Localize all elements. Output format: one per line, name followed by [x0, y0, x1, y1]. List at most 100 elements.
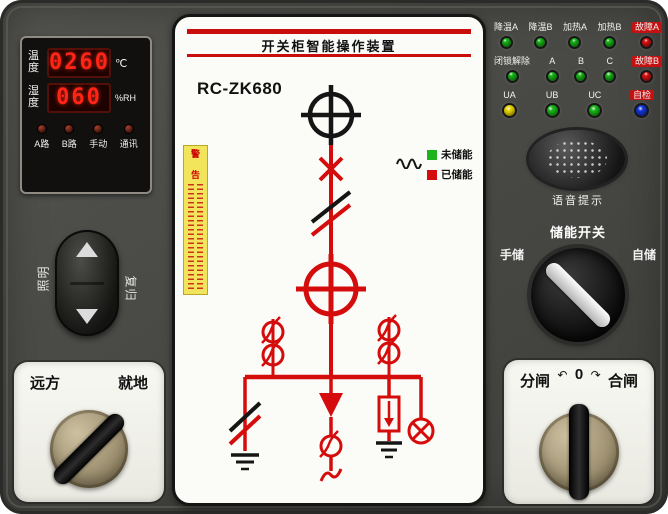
charge-status-legend: 未储能 已储能 [427, 147, 473, 182]
red-header-bar [187, 29, 471, 34]
handcart-breaker-symbol [301, 85, 361, 145]
single-line-diagram [228, 85, 435, 482]
open-close-knob[interactable] [539, 404, 619, 500]
led-dot [545, 69, 559, 83]
led-dot [505, 69, 519, 83]
ct-group-left [261, 316, 285, 377]
led-dot [544, 103, 560, 119]
lighting-label: 照明 [36, 264, 51, 291]
red-divider-bar [187, 54, 471, 57]
remote-local-knob[interactable] [50, 410, 128, 488]
nav-pad[interactable] [55, 230, 119, 336]
legend-item-not-charged: 未储能 [427, 147, 473, 162]
spring-icon [396, 158, 422, 169]
led-item: C [603, 56, 617, 83]
display-buttons-row: A路 B路 手动 通讯 [28, 124, 144, 150]
humidity-label: 湿度 [28, 85, 39, 109]
led-dot [640, 35, 654, 49]
remote-local-knob-handle[interactable] [50, 410, 128, 488]
temperature-value: 0260 [47, 48, 111, 78]
led-dot [502, 103, 517, 119]
nav-pad-group: 照明 复归 [22, 224, 152, 342]
button-dot-icon [36, 124, 47, 134]
button-dot-icon [93, 124, 104, 134]
led-item: 故障B [631, 55, 662, 83]
led-item: 降温A [494, 22, 518, 49]
reset-label: 复归 [123, 275, 138, 302]
led-dot [574, 69, 588, 83]
led-item: 降温B [528, 22, 553, 49]
neutral-position-label: 0 [574, 366, 584, 384]
led-dot [587, 103, 603, 119]
led-row-1: 降温A 降温B 加热A 加热B 故障A [494, 22, 662, 49]
button-channel-a[interactable]: A路 [34, 124, 49, 150]
energy-switch-group: 储能开关 手储 自储 [496, 220, 660, 360]
legend-swatch-red [427, 169, 437, 180]
model-number: RC-ZK680 [197, 79, 283, 98]
remote-local-switch-panel: 远方 就地 [14, 362, 164, 502]
isolator-symbol [310, 190, 352, 237]
led-item: 闭锁解除 [494, 56, 530, 83]
button-comm[interactable]: 通讯 [120, 124, 138, 150]
led-item: UC [587, 90, 603, 119]
return-arrow-left-icon: ↶ [557, 367, 568, 382]
nav-divider [70, 281, 104, 285]
open-contact-x [318, 156, 344, 182]
led-row-3: UA UB UC 自检 [494, 89, 662, 119]
temperature-label: 温度 [28, 50, 39, 74]
led-dot [568, 35, 582, 49]
surge-arrester-branch [376, 377, 402, 459]
temperature-row: 温度 0260 ℃ [28, 48, 144, 78]
led-item: B [574, 56, 588, 83]
open-label: 分闸 [520, 373, 551, 390]
led-item: UB [544, 90, 560, 119]
led-item: UA [502, 90, 517, 119]
led-row-2: 闭锁解除 A B C 故障B [494, 55, 662, 83]
circuit-breaker-symbol [296, 254, 366, 324]
warning-title: 警 告 [190, 149, 200, 180]
led-dot [533, 35, 547, 49]
warning-sticker: 警 告 [183, 145, 208, 295]
speaker-grille [529, 130, 625, 188]
led-item: 自检 [629, 89, 654, 119]
humidity-row: 湿度 060 %RH [28, 83, 144, 113]
legend-item-charged: 已储能 [427, 167, 473, 182]
ct-group-right [377, 314, 401, 377]
led-item: 加热A [563, 22, 587, 49]
close-label: 合闸 [607, 373, 638, 390]
led-dot [603, 69, 617, 83]
humidity-value: 060 [47, 83, 111, 113]
remote-label: 远方 [30, 375, 61, 392]
energy-switch-title: 储能开关 [549, 225, 606, 240]
voice-prompt-label: 语音提示 [552, 195, 604, 207]
led-dot [499, 35, 513, 49]
led-indicator-panel: 降温A 降温B 加热A 加热B 故障A 闭锁解除 [494, 22, 662, 125]
temperature-unit: ℃ [115, 57, 128, 70]
led-item: A [545, 56, 559, 83]
led-dot [640, 69, 654, 83]
mimic-panel: 开关柜智能操作装置 RC-ZK680 警 告 未储能 已储能 [172, 14, 486, 506]
energy-switch-knob[interactable] [531, 248, 625, 342]
button-dot-icon [123, 124, 134, 134]
cable-outgoing-branch [319, 377, 343, 482]
speaker-holes [547, 140, 607, 178]
down-arrow-icon[interactable] [76, 309, 98, 324]
arrow-down-icon [319, 393, 343, 417]
return-arrow-right-icon: ↷ [590, 367, 601, 382]
button-channel-b[interactable]: B路 [62, 124, 77, 150]
up-arrow-icon[interactable] [76, 242, 98, 257]
spring-return-marking: ↶ 0 ↷ [504, 366, 654, 384]
auto-charge-label: 自储 [631, 248, 656, 262]
temp-humidity-display: 温度 0260 ℃ 湿度 060 %RH A路 B路 手动 通讯 [20, 36, 152, 194]
warning-fine-print [188, 184, 203, 289]
button-manual[interactable]: 手动 [89, 124, 107, 150]
led-item: 故障A [631, 22, 662, 49]
device-title: 开关柜智能操作装置 [261, 39, 397, 54]
local-label: 就地 [117, 375, 148, 392]
led-dot [634, 103, 650, 119]
manual-charge-label: 手储 [500, 248, 525, 262]
open-close-knob-handle[interactable] [569, 404, 589, 500]
earth-switch-branch [228, 377, 262, 471]
energy-knob-handle[interactable] [542, 259, 614, 331]
